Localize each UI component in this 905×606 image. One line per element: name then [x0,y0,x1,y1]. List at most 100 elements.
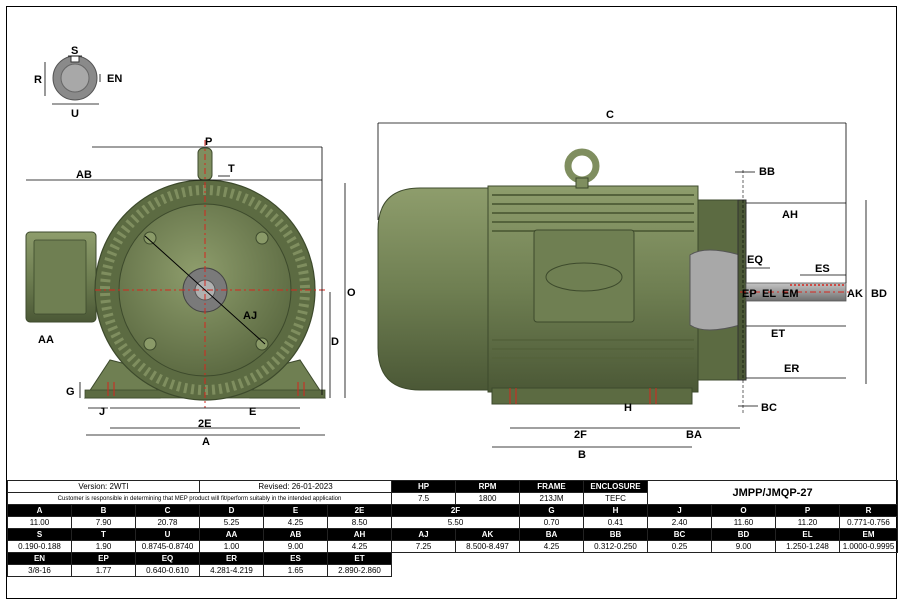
table-value: 1.65 [263,564,329,577]
table-label: A [7,504,72,517]
hp-header: HP [391,480,457,493]
table-label: ES [263,552,329,565]
table-value: 0.190-0.188 [7,540,72,553]
dim-label-ab: AB [76,169,92,181]
table-value: 9.00 [711,540,777,553]
fan-cover [377,187,489,391]
table-label: BD [711,528,777,541]
rpm-value: 1800 [455,492,521,505]
dim-label-d: D [331,336,339,348]
table-value: 1.00 [199,540,265,553]
table-value: 7.25 [391,540,457,553]
dim-value-row-2: 0.190-0.188 1.90 0.8745-0.8740 1.00 9.00… [7,540,899,553]
dim-label-bd: BD [871,288,887,300]
table-label: AK [455,528,521,541]
rpm-header: RPM [455,480,521,493]
enclosure-value: TEFC [583,492,649,505]
table-value: 11.00 [7,516,72,529]
table-value: 0.771-0.756 [839,516,899,529]
table-value: 0.25 [647,540,713,553]
dim-label-a: A [202,436,210,448]
aj-diagonal [144,235,266,345]
table-value: 1.77 [71,564,136,577]
table-value: 3/8-16 [7,564,72,577]
table-label: AJ [391,528,457,541]
dim-label-ba: BA [686,429,702,441]
table-label: 2E [327,504,393,517]
table-label: U [134,528,201,541]
table-label: C [134,504,201,517]
table-value: 0.70 [519,516,585,529]
lifting-eye [564,148,600,184]
table-label: D [199,504,265,517]
dim-label-j: J [99,406,105,418]
dim-label-bc: BC [761,402,777,414]
table-value: 1.0000-0.9995 [839,540,899,553]
table-label: ET [327,552,393,565]
side-view [377,122,867,448]
table-label: BB [583,528,649,541]
dim-label-em: EM [782,288,799,300]
dim-label-o: O [347,287,356,299]
table-value: 4.281-4.219 [199,564,265,577]
table-label: EL [775,528,841,541]
dim-label-aa: AA [38,334,54,346]
dim-label-t: T [228,163,235,175]
dim-label-row-2: S T U AA AB AH AJ AK BA BB BC BD EL EM [7,528,899,541]
header-row-2: Customer is responsible in determining t… [6,492,898,505]
logo-plate [545,262,623,292]
table-label: S [7,528,72,541]
table-label: 2F [391,504,521,517]
dim-label-b: B [578,449,586,461]
table-value: 2.890-2.860 [327,564,393,577]
table-value: 1.90 [71,540,136,553]
table-label: BC [647,528,713,541]
table-label: EN [7,552,72,565]
disclaimer-note: Customer is responsible in determining t… [6,492,393,505]
bearing-cap [689,249,741,331]
table-label: AH [327,528,393,541]
dim-label-row-1: A B C D E 2E 2F G H J O P R [7,504,899,517]
dim-label-ep: EP [742,288,757,300]
dim-label-ak: AK [847,288,863,300]
table-value: 0.640-0.610 [134,564,201,577]
table-label: G [519,504,585,517]
dim-label-2f: 2F [574,429,587,441]
empty-cell [391,552,898,565]
table-value: 4.25 [519,540,585,553]
dim-label-c: C [606,109,614,121]
header-row-1: Version: 2WTI Revised: 26-01-2023 HP RPM… [6,480,899,505]
dim-label-row-3: EN EP EQ ER ES ET [7,552,898,565]
table-value: 4.25 [263,516,329,529]
table-value: 5.25 [199,516,265,529]
table-label: AA [199,528,265,541]
table-label: T [71,528,136,541]
table-value: 4.25 [327,540,393,553]
table-label: B [71,504,136,517]
side-feet [491,387,693,405]
table-label: ER [199,552,265,565]
empty-cell [391,564,898,577]
table-value: 20.78 [134,516,201,529]
table-value: 2.40 [647,516,713,529]
dim-label-el: EL [762,288,776,300]
table-value: 0.312-0.250 [583,540,649,553]
front-view [25,140,346,436]
table-label: BA [519,528,585,541]
revised-cell: Revised: 26-01-2023 [199,480,393,493]
version-cell: Version: 2WTI [6,480,201,493]
table-value: 5.50 [391,516,521,529]
frame-value: 213JM [519,492,585,505]
dim-label-aj: AJ [243,310,257,322]
table-label: H [583,504,649,517]
dim-label-r: R [34,74,42,86]
drawing-frame [6,6,897,599]
shaft-end-view [44,55,101,105]
dim-label-p: P [205,136,212,148]
dim-label-en: EN [107,73,122,85]
table-label: J [647,504,713,517]
table-label: EQ [134,552,201,565]
dim-label-ah: AH [782,209,798,221]
frame-header: FRAME [519,480,585,493]
